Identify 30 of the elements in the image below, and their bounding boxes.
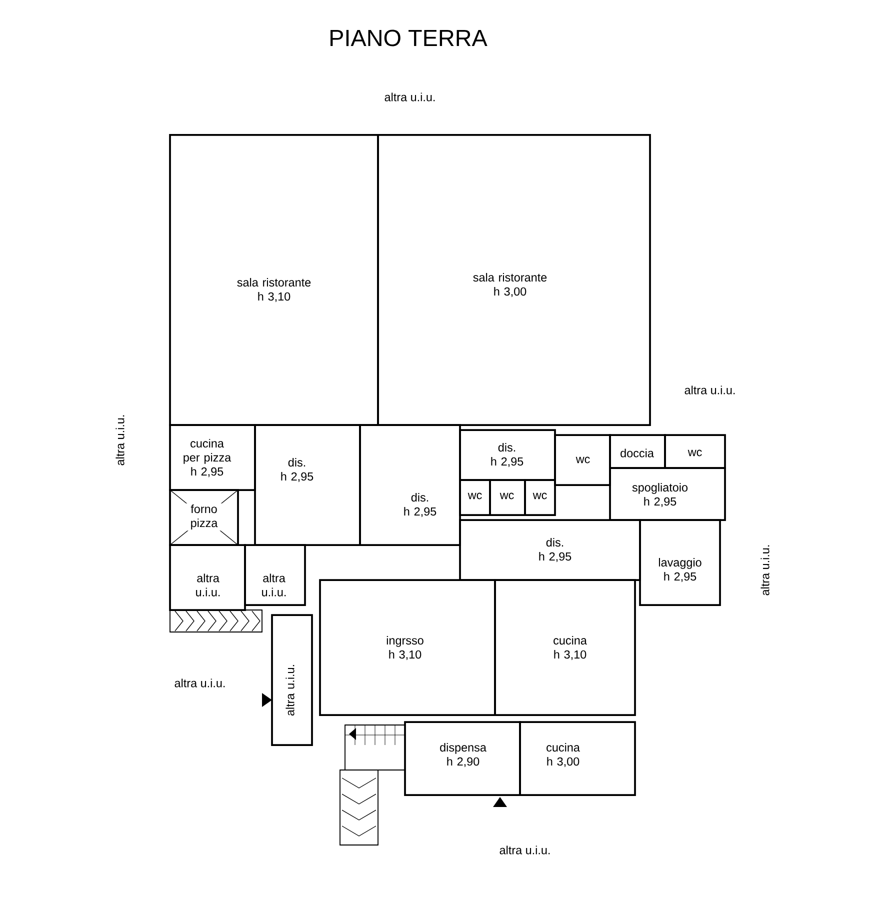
area-label: altra u.i.u.: [500, 846, 550, 854]
room: ingrsso h 3,10: [319, 579, 496, 716]
room: altra u.i.u.: [244, 544, 306, 606]
room: dispensa h 2,90: [404, 721, 521, 796]
room: dis. h 2,95: [359, 424, 461, 546]
title: PIANO TERRA: [330, 30, 488, 46]
room: cucina per pizza h 2,95: [169, 424, 256, 491]
room: wc: [459, 479, 491, 516]
room: sala ristorante h 3,10: [169, 134, 379, 426]
room: altra u.i.u.: [271, 614, 313, 746]
area-label: altra u.i.u.: [384, 92, 435, 102]
room: cucina h 3,00: [519, 721, 636, 796]
room: dis. h 2,95: [254, 424, 361, 546]
room: forno pizza: [169, 489, 239, 546]
area-label: altra u.i.u.: [174, 678, 225, 688]
area-label: altra u.i.u.: [684, 386, 735, 394]
room: doccia: [609, 434, 666, 469]
room: wc: [489, 479, 526, 516]
room: wc: [664, 434, 726, 469]
room: lavaggio h 2,95: [639, 519, 721, 606]
room: altra u.i.u.: [169, 544, 246, 611]
room: cucina h 3,10: [494, 579, 636, 716]
area-label: altra u.i.u.: [116, 415, 124, 466]
area-label: altra u.i.u.: [760, 545, 770, 596]
room: wc: [554, 434, 611, 486]
room: spogliatoio h 2,95: [609, 467, 726, 521]
room: wc: [524, 479, 556, 516]
room: dis. h 2,95: [459, 519, 641, 581]
room: dis. h 2,95: [459, 429, 556, 481]
room: sala ristorante h 3,00: [377, 134, 651, 426]
